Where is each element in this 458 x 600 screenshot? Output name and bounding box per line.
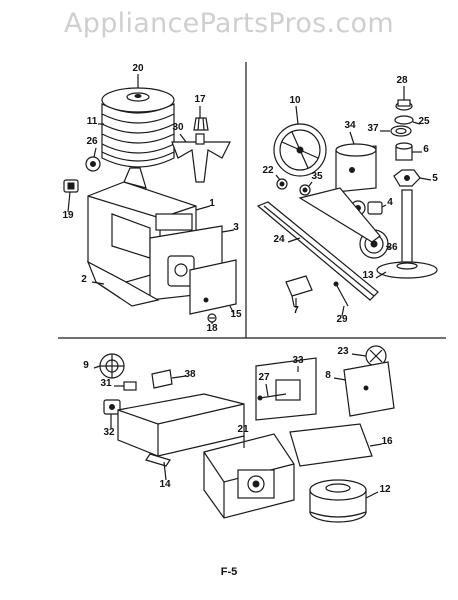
callout-37: 37 xyxy=(367,123,379,134)
callout-17: 17 xyxy=(194,94,206,105)
part-12-fan-motor xyxy=(309,479,367,523)
watermark: AppliancePartsPros.com xyxy=(64,8,394,39)
part-38-clip xyxy=(151,369,173,389)
callout-20: 20 xyxy=(132,63,144,74)
part-14-cover xyxy=(117,393,245,467)
callout-4: 4 xyxy=(387,197,393,208)
part-10-wheel xyxy=(273,123,327,177)
part-34-drum xyxy=(335,143,377,193)
part-7-bracket xyxy=(285,275,313,307)
callout-27: 27 xyxy=(258,372,270,383)
callout-23: 23 xyxy=(337,346,349,357)
callout-3: 3 xyxy=(233,222,239,233)
part-2-base xyxy=(86,260,160,307)
part-9-dial xyxy=(99,353,125,379)
callout-5: 5 xyxy=(432,173,438,184)
callout-35: 35 xyxy=(311,171,323,182)
part-29-pin xyxy=(333,281,349,307)
part-13-shaft xyxy=(376,189,438,279)
leader-lines xyxy=(67,74,432,499)
callout-6: 6 xyxy=(423,144,429,155)
section-dividers xyxy=(58,62,446,339)
callout-12: 12 xyxy=(379,484,391,495)
callout-15: 15 xyxy=(230,309,242,320)
page-number: F-5 xyxy=(220,566,238,578)
callout-8: 8 xyxy=(325,370,331,381)
part-24-track xyxy=(256,187,381,301)
callout-10: 10 xyxy=(289,95,301,106)
part-4-bushing xyxy=(367,201,383,215)
callout-33: 33 xyxy=(292,355,304,366)
part-22-nut xyxy=(276,178,288,190)
callout-24: 24 xyxy=(273,234,285,245)
callout-32: 32 xyxy=(103,427,115,438)
part-32-socket xyxy=(103,399,121,415)
part-21-motor xyxy=(203,433,295,519)
callout-19: 19 xyxy=(62,210,74,221)
part-17-nut xyxy=(193,117,209,131)
part-15-plate xyxy=(189,259,237,315)
callout-11: 11 xyxy=(87,116,98,127)
part-8-plate xyxy=(343,361,395,417)
callout-34: 34 xyxy=(344,120,356,131)
part-11-bellows xyxy=(101,103,175,168)
callout-13: 13 xyxy=(362,270,374,281)
part-33-bracket xyxy=(255,357,317,421)
callout-28: 28 xyxy=(396,75,408,86)
callout-26: 26 xyxy=(86,136,98,147)
callout-30: 30 xyxy=(172,122,184,133)
callout-14: 14 xyxy=(159,479,171,490)
part-19-switch xyxy=(63,179,79,193)
part-5-nut xyxy=(393,169,421,187)
part-31-connector xyxy=(123,381,137,391)
callout-38: 38 xyxy=(184,369,196,380)
part-30-blade xyxy=(171,133,231,183)
part-25-washer xyxy=(394,115,414,125)
part-27-screw xyxy=(257,393,287,401)
callout-2: 2 xyxy=(81,274,87,285)
part-6-bearing xyxy=(395,142,413,161)
callout-22: 22 xyxy=(262,165,274,176)
callout-36: 36 xyxy=(386,242,398,253)
callout-29: 29 xyxy=(336,314,348,325)
callout-31: 31 xyxy=(100,378,112,389)
callout-7: 7 xyxy=(293,305,299,316)
part-26-knob xyxy=(85,156,101,172)
callout-1: 1 xyxy=(209,198,215,209)
part-37-ring xyxy=(390,125,412,137)
part-16-insulation xyxy=(289,423,373,467)
part-28-cap xyxy=(395,99,413,111)
callout-18: 18 xyxy=(206,323,218,334)
callout-25: 25 xyxy=(418,116,430,127)
callout-21: 21 xyxy=(237,424,249,435)
part-18-screw xyxy=(207,313,217,323)
callout-16: 16 xyxy=(381,436,393,447)
callout-9: 9 xyxy=(83,360,89,371)
part-20-cap xyxy=(101,87,175,113)
part-35-nut xyxy=(299,184,311,196)
